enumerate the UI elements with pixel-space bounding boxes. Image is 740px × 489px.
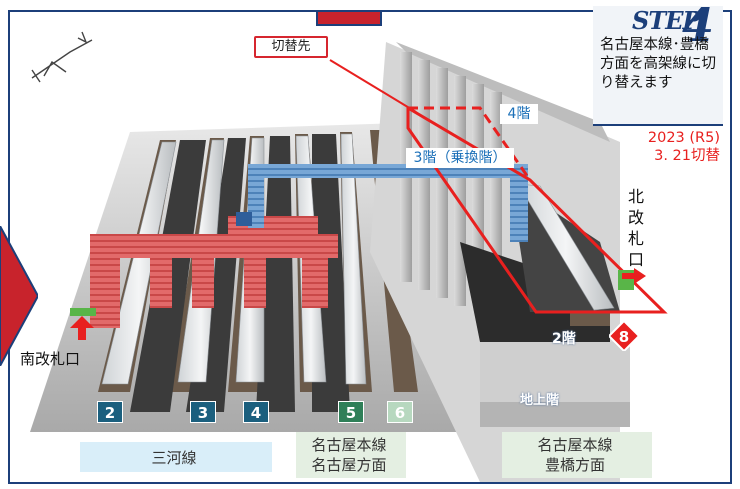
floor-2-label: 2階 xyxy=(552,331,576,347)
platform-badge: 4 xyxy=(243,401,269,423)
north-compass-icon xyxy=(31,31,93,83)
nagoya-direction-band xyxy=(296,432,406,478)
switch-target-callout: 切替先 xyxy=(254,36,328,58)
platform-badge: 2 xyxy=(97,401,123,423)
platform-8-number: 8 xyxy=(618,328,630,346)
mikawa-line-band xyxy=(80,442,272,472)
platform-badge: 3 xyxy=(190,401,216,423)
step-word: STEP xyxy=(632,6,701,35)
south-concourse-stairs xyxy=(90,216,338,328)
step-number: 4 xyxy=(682,0,715,52)
toyohashi-direction-band xyxy=(502,432,652,478)
platform-badge: 5 xyxy=(338,401,364,423)
south-gate-label: 南改札口 xyxy=(20,350,81,368)
nagoya-direction-label: 名古屋方面 xyxy=(311,456,387,474)
north-gate-arrow-icon xyxy=(622,268,646,284)
switch-target-outline xyxy=(406,105,668,314)
callout-leader-line xyxy=(329,59,417,113)
switch-date-year: 2023 (R5) xyxy=(647,130,720,146)
top-tab xyxy=(316,12,382,26)
south-gate-marker xyxy=(70,308,96,316)
platform-8-diamond-icon xyxy=(609,321,639,351)
switch-date-day: 3. 21切替 xyxy=(654,148,720,164)
south-gate-arrow-icon xyxy=(70,316,94,340)
ground-floor-label: 地上階 xyxy=(520,393,560,408)
mikawa-line-label: 三河線 xyxy=(151,449,197,467)
toyohashi-direction-label: 豊橋方面 xyxy=(544,456,605,474)
floor-3-label: 3階（乗換階） xyxy=(406,148,514,168)
previous-step-arrow-icon[interactable] xyxy=(0,226,38,366)
floor-4-label: 4階 xyxy=(500,104,538,124)
step-panel xyxy=(593,6,723,126)
toyohashi-line-label: 名古屋本線 xyxy=(537,436,613,454)
step-description: 名古屋本線･豊橋方面を高架線に切り替えます xyxy=(600,37,716,91)
north-gate-label: 北改札口 xyxy=(627,187,644,269)
platform-badge: 6 xyxy=(387,401,413,423)
nagoya-line-label: 名古屋本線 xyxy=(311,436,387,454)
